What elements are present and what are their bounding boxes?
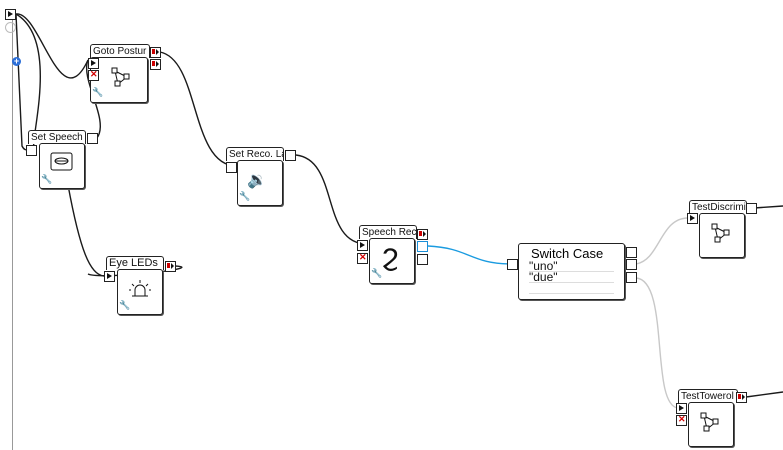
switch-case-input-port[interactable]	[507, 259, 518, 270]
speech-reco-onstop-port[interactable]	[357, 252, 368, 264]
switch-case-box[interactable]: Switch Case "uno" "due"	[518, 243, 625, 300]
switch-case-output-2-port[interactable]	[626, 259, 637, 270]
test-discrim-title[interactable]: TestDiscrimi	[689, 200, 747, 214]
test-discrim-output-port[interactable]	[746, 203, 757, 214]
test-tower-diagram-icon	[700, 412, 719, 432]
test-tower-onstop-port[interactable]	[676, 414, 687, 426]
eye-leds-title[interactable]: Eye LEDs	[106, 256, 164, 270]
speech-reco-onstart-port[interactable]	[357, 240, 368, 251]
eye-leds-onstart-port[interactable]	[104, 271, 115, 282]
test-discrim-onstart-port[interactable]	[687, 213, 698, 224]
switch-case-output-3-port[interactable]	[626, 272, 637, 283]
test-tower-title[interactable]: TestTowerol	[678, 389, 738, 403]
goto-posture-onstop-port[interactable]	[88, 69, 99, 81]
wire-switch-to-test-discrim	[635, 217, 689, 265]
goto-posture-success-port[interactable]	[150, 47, 161, 58]
switch-case-title: Switch Case	[531, 246, 604, 261]
speech-reco-nothing-port[interactable]	[417, 254, 428, 265]
set-speech-wrench-icon[interactable]: 🔧	[41, 174, 53, 184]
speech-reco-title[interactable]: Speech Reco	[359, 225, 417, 239]
speech-reco-word-port[interactable]	[417, 241, 428, 252]
ear-sound-icon: 🔉	[247, 172, 267, 189]
switch-case-item[interactable]: "due"	[529, 271, 614, 283]
switch-case-output-1-port[interactable]	[626, 247, 637, 258]
switch-case-empty-item[interactable]	[529, 283, 614, 294]
speech-reco-box[interactable]	[369, 238, 415, 284]
eye-leds-wrench-icon[interactable]: 🔧	[119, 300, 131, 310]
wire-goto-posture-to-set-reco	[159, 51, 237, 167]
set-reco-lang-output-port[interactable]	[285, 150, 296, 161]
goto-posture-onstart-port[interactable]	[88, 58, 99, 69]
set-speech-onstart-port[interactable]	[26, 145, 37, 156]
speech-reco-wrench-icon[interactable]: 🔧	[371, 268, 383, 278]
set-reco-lang-title[interactable]: Set Reco. La	[226, 147, 284, 161]
test-tower-onstart-port[interactable]	[676, 403, 687, 414]
wire-set-speech-to-eye-leds	[67, 184, 105, 277]
goto-posture-title[interactable]: Goto Postur	[90, 44, 150, 58]
set-speech-title[interactable]: Set Speech	[28, 130, 86, 144]
wire-test-discrim-out	[753, 205, 783, 209]
wire-switch-to-test-tower	[635, 277, 679, 409]
set-reco-lang-box[interactable]	[237, 160, 283, 206]
ear-icon: Ϩ	[382, 244, 399, 272]
set-speech-box[interactable]	[39, 143, 85, 189]
speech-bubble-icon	[50, 152, 73, 171]
diagram-stop-port[interactable]	[5, 22, 16, 33]
canvas-left-border	[12, 12, 13, 450]
eye-leds-output-port[interactable]	[165, 261, 176, 272]
switch-case-item[interactable]: "uno"	[529, 260, 614, 272]
speech-reco-onstopped-port[interactable]	[417, 229, 428, 240]
eye-leds-box[interactable]	[117, 269, 163, 315]
goto-posture-diagram-icon	[111, 67, 130, 87]
wire-start-to-set-speech	[15, 13, 29, 151]
test-tower-box[interactable]	[688, 402, 734, 447]
test-discrim-diagram-icon	[711, 223, 730, 243]
set-reco-lang-wrench-icon[interactable]: 🔧	[239, 191, 251, 201]
wire-speech-reco-to-switch-case	[427, 245, 513, 265]
test-tower-output-port[interactable]	[736, 392, 747, 403]
wire-start-to-goto-posture	[15, 13, 89, 79]
siren-light-icon	[129, 280, 151, 297]
diagram-start-port[interactable]	[5, 9, 16, 20]
set-reco-lang-onstart-port[interactable]	[226, 162, 237, 173]
goto-posture-wrench-icon[interactable]: 🔧	[92, 87, 104, 97]
set-speech-output-port[interactable]	[87, 133, 98, 144]
add-input-icon[interactable]: +	[12, 56, 21, 66]
wire-test-tower-out	[745, 391, 783, 398]
test-discrim-box[interactable]	[699, 213, 745, 258]
goto-posture-failure-port[interactable]	[150, 59, 161, 70]
wire-set-reco-to-speech-reco	[295, 154, 369, 245]
